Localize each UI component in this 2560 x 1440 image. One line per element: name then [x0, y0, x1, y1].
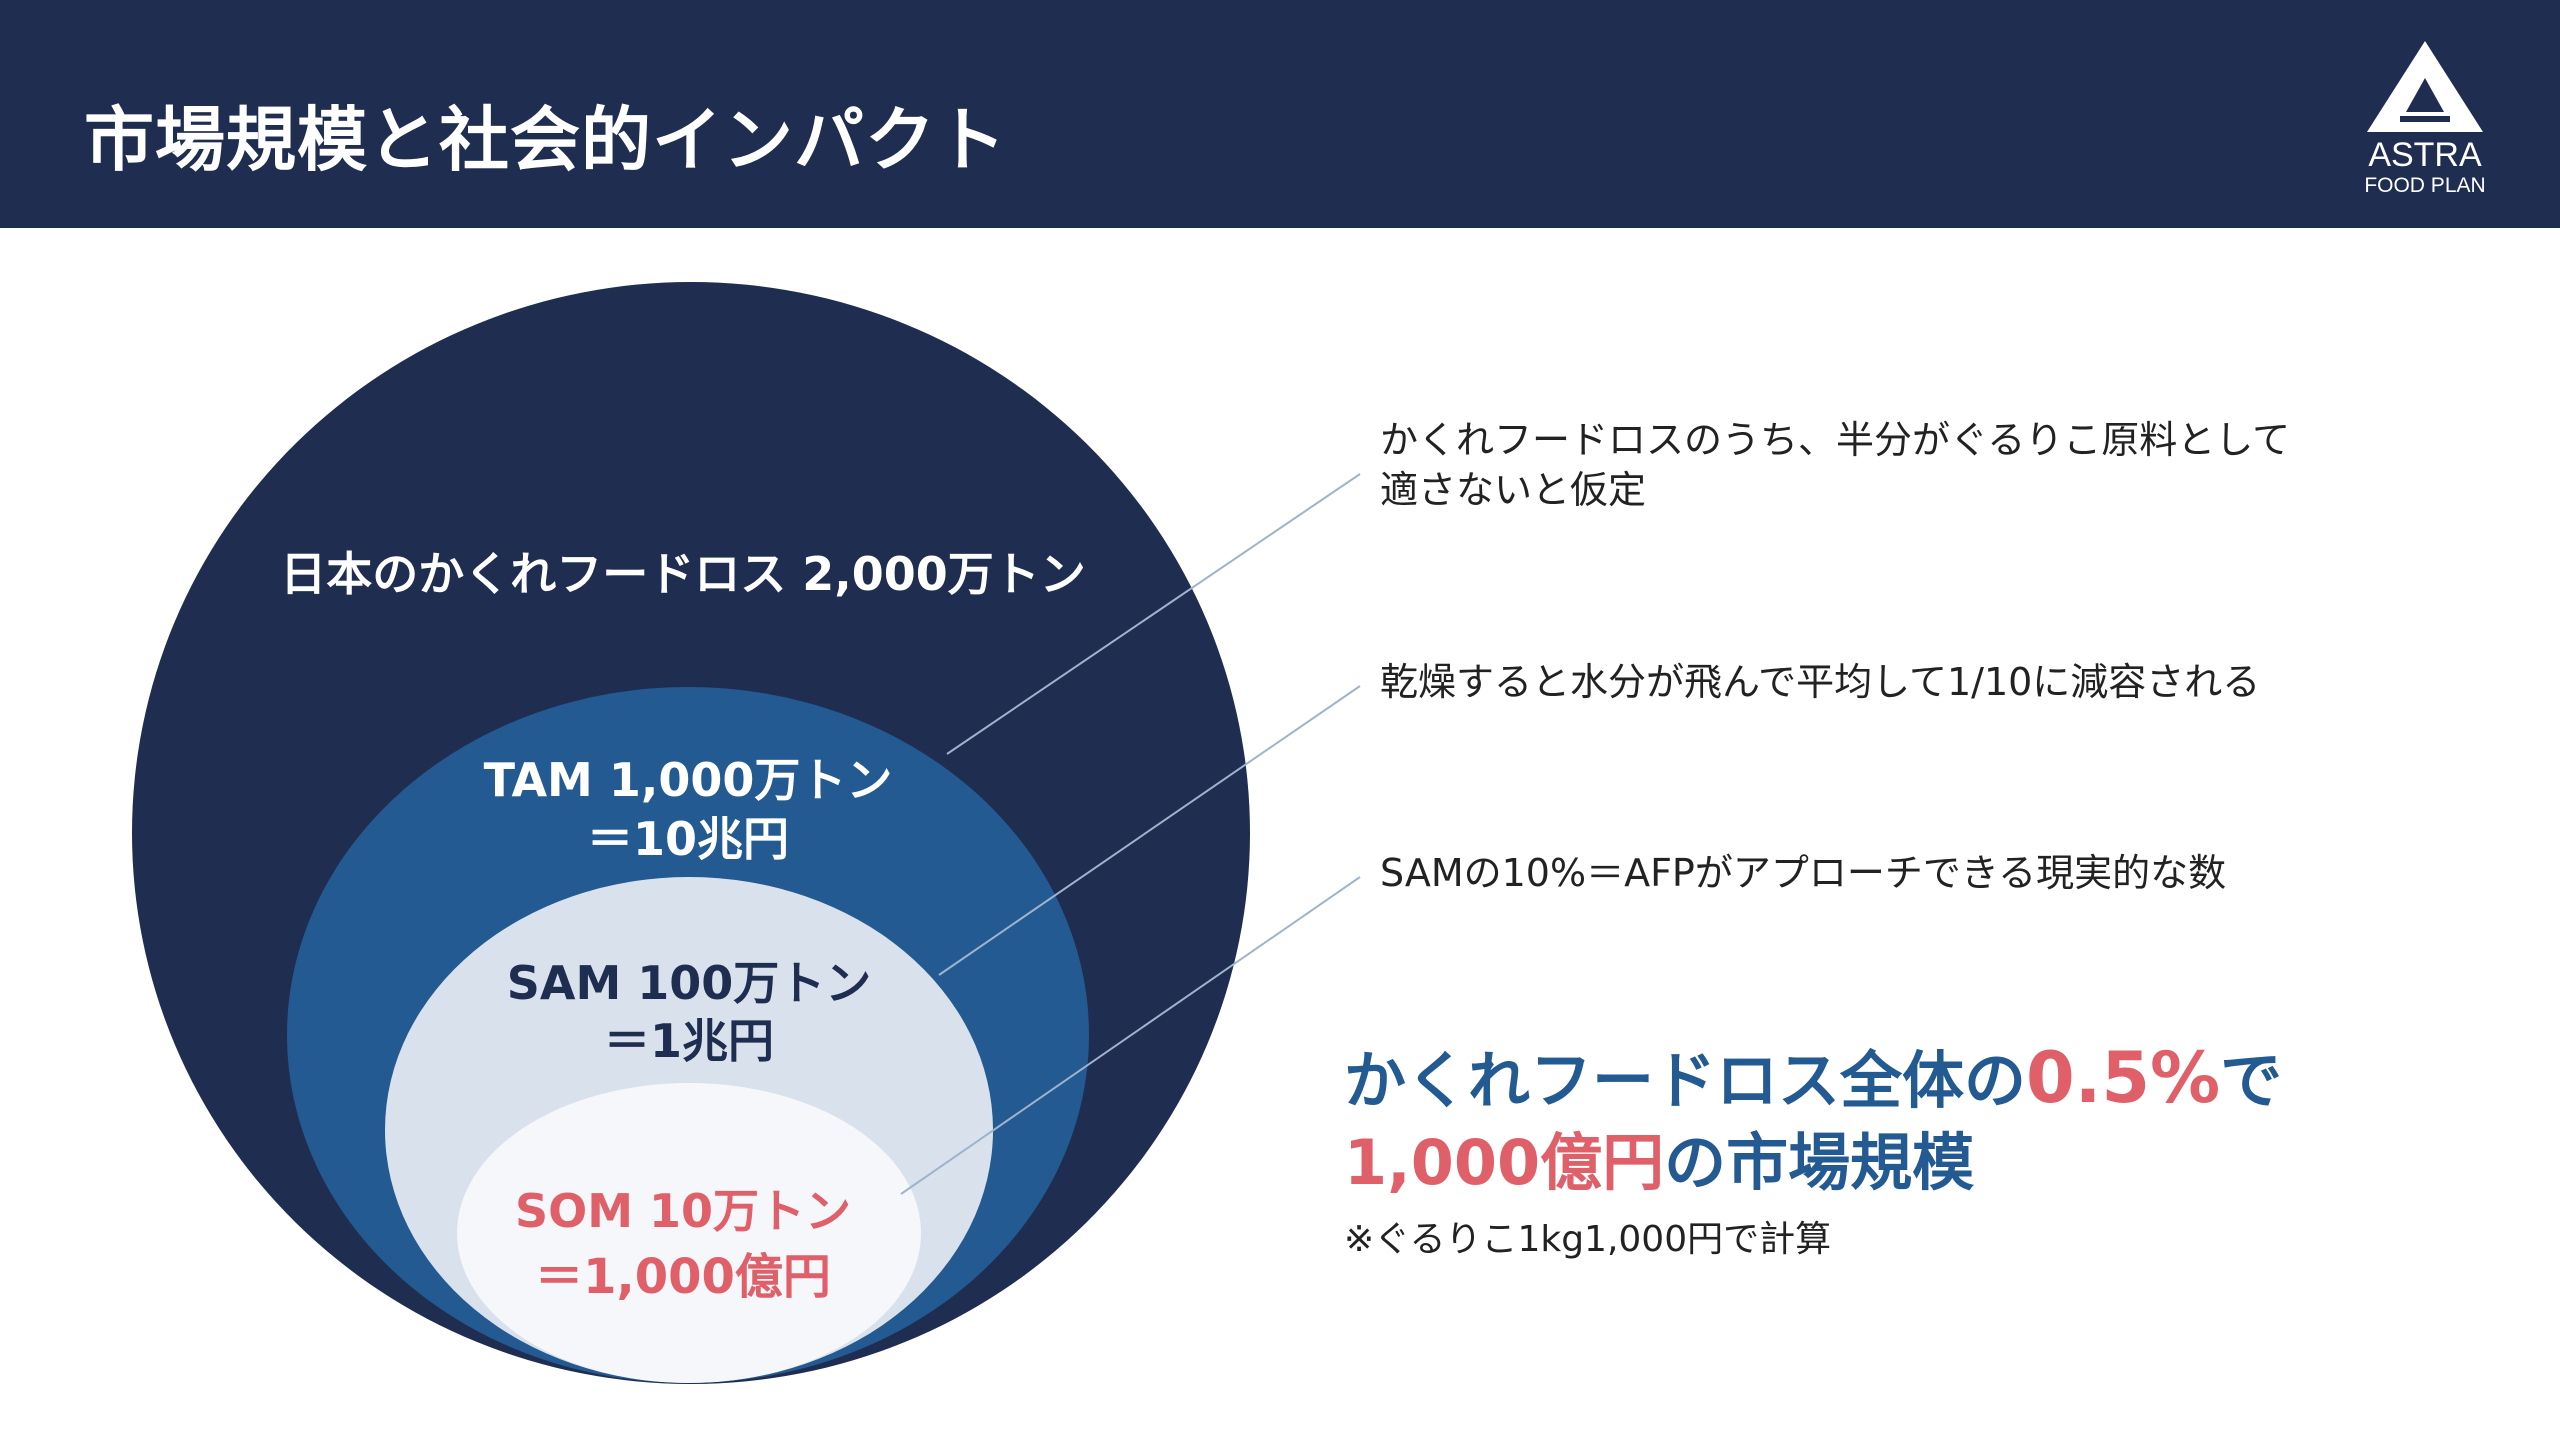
summary-line-2: 1,000億円の市場規模	[1344, 1112, 1974, 1202]
som-circle	[457, 1083, 921, 1383]
logo-name: ASTRA	[2368, 136, 2482, 174]
som-label: SOM 10万トン	[514, 1184, 852, 1238]
summary-market-value: 1,000億円	[1344, 1126, 1665, 1199]
annotation-1: かくれフードロスのうち、半分がぐるりこ原料として 適さないと仮定	[1380, 415, 2290, 515]
annotation-3: SAMの10%＝AFPがアプローチできる現実的な数	[1380, 851, 2227, 895]
sam-label: SAM 100万トン	[506, 956, 872, 1010]
annotation-1-line2: 適さないと仮定	[1380, 468, 1647, 512]
connector-line-2	[938, 685, 1361, 976]
astra-logo: ASTRA FOOD PLAN	[2340, 36, 2510, 206]
connector-line-3	[900, 876, 1361, 1195]
som-value: ＝1,000億円	[535, 1249, 831, 1305]
logo-triangle-icon	[2367, 41, 2483, 132]
page-title: 市場規模と社会的インパクト	[84, 99, 1007, 181]
summary-line-1: かくれフードロス全体の0.5%で	[1344, 1030, 2282, 1120]
tam-value: ＝10兆円	[586, 812, 790, 866]
calculation-note: ※ぐるりこ1kg1,000円で計算	[1344, 1219, 1832, 1260]
summary-market-text: の市場規模	[1664, 1126, 1975, 1199]
annotation-2: 乾燥すると水分が飛んで平均して1/10に減容される	[1380, 660, 2261, 704]
sam-value: ＝1兆円	[603, 1014, 775, 1068]
annotation-1-line1: かくれフードロスのうち、半分がぐるりこ原料として	[1380, 418, 2291, 462]
summary-percent: 0.5%	[2026, 1037, 2221, 1119]
tam-label: TAM 1,000万トン	[483, 753, 893, 807]
outer-label: 日本のかくれフードロス 2,000万トン	[280, 547, 1086, 601]
connector-line-1	[946, 473, 1361, 755]
header-bar: 市場規模と社会的インパクト ASTRA FOOD PLAN	[0, 0, 2560, 228]
summary-text-de: で	[2220, 1044, 2283, 1117]
logo-subtitle: FOOD PLAN	[2364, 174, 2486, 197]
summary-text: かくれフードロス全体の	[1344, 1044, 2027, 1117]
